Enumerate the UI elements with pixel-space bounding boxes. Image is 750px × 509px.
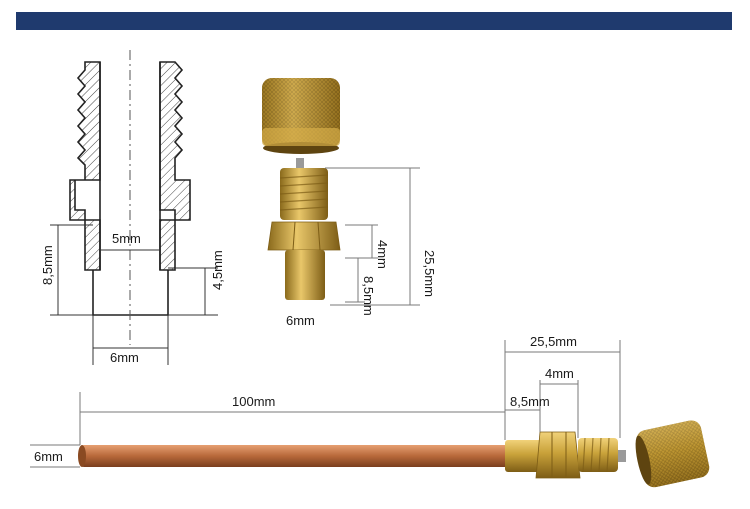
cross-section-right-wall <box>159 61 191 271</box>
header-band <box>16 12 732 30</box>
label-assembly-tube-diameter: 6mm <box>34 449 63 464</box>
label-valve-length: 25,5mm <box>530 334 577 349</box>
assembly <box>78 420 710 488</box>
label-base-diameter: 6mm <box>286 313 315 328</box>
cross-section-dimensions <box>50 224 218 365</box>
label-tube-diameter: 6mm <box>110 350 139 365</box>
label-thread-length: 4mm <box>375 240 390 269</box>
cross-section-drawing <box>69 50 191 345</box>
valve-body <box>267 158 341 300</box>
valve-dimensions <box>325 167 420 306</box>
cross-section-left-wall <box>69 61 101 271</box>
label-tube-length: 100mm <box>232 394 275 409</box>
label-assembly-base-length: 8,5mm <box>510 394 550 409</box>
label-inner-height: 4,5mm <box>210 250 225 290</box>
label-total-length: 25,5mm <box>422 250 437 297</box>
valve-cap <box>262 78 340 154</box>
label-base-length: 8,5mm <box>361 276 376 316</box>
label-outer-height: 8,5mm <box>40 245 55 285</box>
label-inner-diameter: 5mm <box>112 231 141 246</box>
assembly-dimensions <box>30 340 621 468</box>
label-hex-length: 4mm <box>545 366 574 381</box>
